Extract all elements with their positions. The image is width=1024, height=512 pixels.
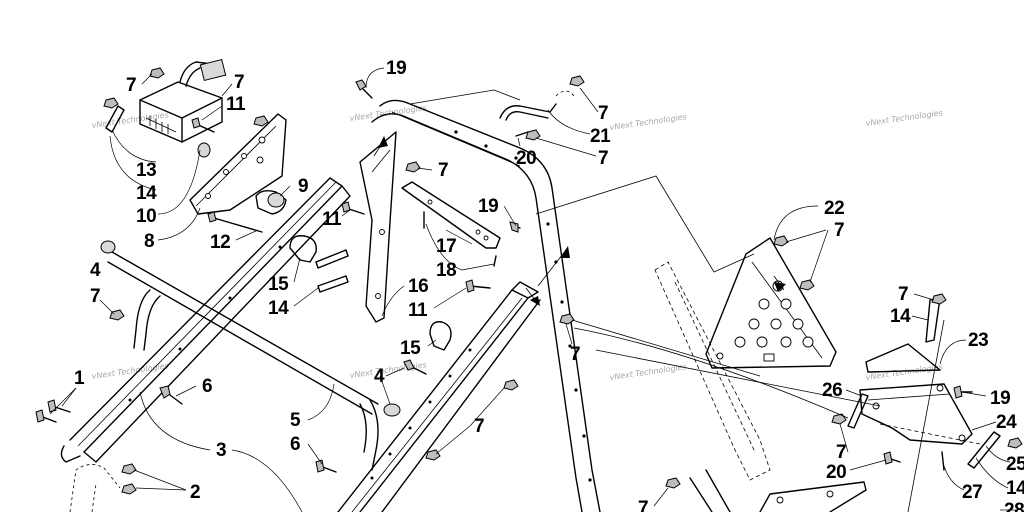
electrical-module <box>139 58 227 158</box>
callout-19: 19 <box>386 58 406 79</box>
callout-7: 7 <box>598 103 608 124</box>
callout-7: 7 <box>90 286 100 307</box>
assembly-lines <box>373 89 945 512</box>
side-bracket <box>359 131 397 323</box>
leader-lines <box>49 67 1016 512</box>
clamp <box>289 235 452 351</box>
right-bracket <box>847 343 981 445</box>
callout-19: 19 <box>990 388 1010 409</box>
callout-11: 11 <box>322 209 342 230</box>
callout-14: 14 <box>268 298 289 319</box>
callout-15: 15 <box>268 274 289 295</box>
callout-13: 13 <box>136 160 156 181</box>
callout-2: 2 <box>190 482 200 503</box>
lower-rail <box>337 281 541 512</box>
callout-24: 24 <box>996 412 1017 433</box>
phantom-bracket <box>654 261 771 481</box>
callouts: 7 7 11 13 14 10 8 12 9 19 7 7 21 20 7 11… <box>74 58 1024 512</box>
callout-25: 25 <box>1006 454 1024 475</box>
callout-7: 7 <box>438 160 448 181</box>
watermark: vNext Technologies <box>349 360 427 380</box>
callout-12: 12 <box>210 232 230 253</box>
upper-left-rail <box>60 177 351 463</box>
callout-4: 4 <box>90 260 101 281</box>
callout-3: 3 <box>216 440 226 461</box>
callout-19: 19 <box>478 196 498 217</box>
callout-7: 7 <box>898 284 908 305</box>
callout-20: 20 <box>516 148 536 169</box>
callout-14: 14 <box>890 306 911 327</box>
callout-11: 11 <box>226 94 246 115</box>
callout-6: 6 <box>202 376 212 397</box>
callout-17: 17 <box>436 236 456 257</box>
strap <box>401 181 501 249</box>
callout-7: 7 <box>598 148 608 169</box>
frame-holes <box>454 130 592 482</box>
callout-1: 1 <box>74 368 85 389</box>
callout-23: 23 <box>968 330 988 351</box>
watermark: vNext Technologies <box>91 110 169 130</box>
callout-7: 7 <box>234 72 244 93</box>
callout-4: 4 <box>374 366 385 387</box>
callout-7: 7 <box>570 344 580 365</box>
callout-7: 7 <box>638 498 648 512</box>
callout-11: 11 <box>408 300 428 321</box>
callout-21: 21 <box>590 126 611 147</box>
lower-left-frame <box>69 464 121 512</box>
callout-7: 7 <box>836 442 846 463</box>
lower-right-plate <box>759 481 867 512</box>
watermark: vNext Technologies <box>865 108 943 128</box>
hardware <box>35 67 1023 495</box>
callout-7: 7 <box>834 220 844 241</box>
callout-14: 14 <box>136 183 157 204</box>
watermark: vNext Technologies <box>609 112 687 132</box>
callout-22: 22 <box>824 198 844 219</box>
mounting-plate <box>189 113 287 215</box>
callout-15: 15 <box>400 338 421 359</box>
callout-5: 5 <box>290 410 301 431</box>
callout-9: 9 <box>298 176 308 197</box>
callout-7: 7 <box>126 75 136 96</box>
callout-16: 16 <box>408 276 428 297</box>
callout-8: 8 <box>144 231 154 252</box>
watermark: vNext Technologies <box>609 362 687 382</box>
rubber-strap <box>105 105 1001 469</box>
callout-7: 7 <box>474 416 484 437</box>
callout-20: 20 <box>826 462 846 483</box>
callout-27: 27 <box>962 482 982 503</box>
callout-10: 10 <box>136 206 156 227</box>
plate-holes <box>716 280 814 362</box>
callout-6: 6 <box>290 434 300 455</box>
hook-bracket <box>499 90 575 121</box>
triangle-plate <box>705 237 837 369</box>
callout-26: 26 <box>822 380 842 401</box>
cross-bar <box>100 240 401 471</box>
callout-14: 14 <box>1006 478 1024 499</box>
main-frame-tube <box>371 99 731 512</box>
callout-28: 28 <box>1004 500 1024 512</box>
callout-18: 18 <box>436 260 456 281</box>
